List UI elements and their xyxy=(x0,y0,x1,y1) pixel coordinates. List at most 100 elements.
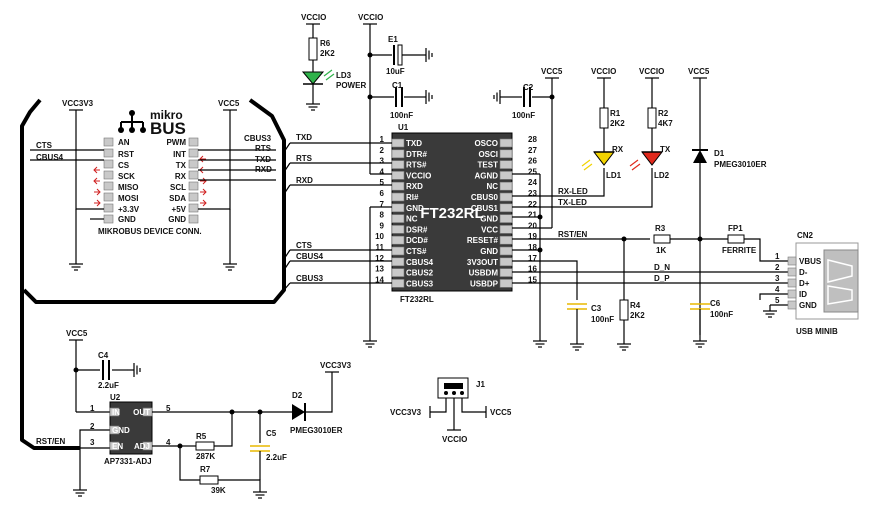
u2-left-pin-name: EN xyxy=(112,442,123,451)
usb-pin-name: VBUS xyxy=(799,257,822,266)
u1-left-pin-num: 5 xyxy=(380,178,385,187)
r7-ref: R7 xyxy=(200,465,211,474)
u1-left-pad xyxy=(391,235,405,245)
u1-left-pin-name: DSR# xyxy=(406,225,428,234)
usb-pin-name: GND xyxy=(799,301,817,310)
d1-ref: D1 xyxy=(714,149,725,158)
u1-right-pin-name: OSCI xyxy=(478,150,498,159)
r4-value: 2K2 xyxy=(630,311,645,320)
u2-left-pad xyxy=(109,407,120,417)
u1-left-pin-num: 11 xyxy=(376,243,385,252)
u1-right-pad xyxy=(499,279,513,288)
u1-left-pad xyxy=(391,171,405,180)
u1-right-pad xyxy=(499,181,513,191)
j1-ref: J1 xyxy=(476,380,485,389)
u1-left-pin-num: 1 xyxy=(380,135,385,144)
logo-text-mikro: mikro xyxy=(150,108,183,122)
u2-right-pin-num: 4 xyxy=(166,438,171,447)
u1-right-pin-num: 19 xyxy=(528,232,537,241)
u1-right-pin-num: 28 xyxy=(528,135,537,144)
d1-vcc5-label: VCC5 xyxy=(688,67,710,76)
mikrobus-right-pads xyxy=(188,137,199,224)
r1-vccio-label: VCCIO xyxy=(591,67,616,76)
ld2-tx-led xyxy=(640,151,664,166)
u1-part: FT232RL xyxy=(400,295,434,304)
c4-value: 2.2uF xyxy=(98,381,119,390)
u1-right-pin-name: CBUS1 xyxy=(471,204,499,213)
d1-value: PMEG3010ER xyxy=(714,160,767,169)
c4-ref: C4 xyxy=(98,351,109,360)
u1-ref: U1 xyxy=(398,123,409,132)
mb-pin-rst: RST xyxy=(118,150,134,159)
u1-left-pin-name: CBUS4 xyxy=(406,258,434,267)
u1-right-pin-num: 17 xyxy=(528,254,537,263)
u1-right-pad xyxy=(499,192,513,202)
c1-ref: C1 xyxy=(392,81,403,90)
u2-left-pad xyxy=(109,425,120,435)
u1-left-pin-name: DCD# xyxy=(406,236,428,245)
mb-pin-int: INT xyxy=(173,150,186,159)
mb-right-pad xyxy=(188,192,199,202)
u1-left-pin-name: GND xyxy=(406,204,424,213)
u2-right-pin-name: ADJ xyxy=(134,442,150,451)
net-cbus3-right: CBUS3 xyxy=(244,134,272,143)
net-txd-right: TXD xyxy=(255,155,271,164)
fp1-value: FERRITE xyxy=(722,246,757,255)
c5-ref: C5 xyxy=(266,429,277,438)
r4-ref: R4 xyxy=(630,301,641,310)
mb-pin-cs: CS xyxy=(118,161,130,170)
u2-left-pin-num: 3 xyxy=(90,438,95,447)
u1-left-pin-num: 3 xyxy=(380,157,385,166)
u1-right-pad xyxy=(499,268,513,277)
r1-resistor xyxy=(599,107,609,129)
u1-right-pin-name: USBDM xyxy=(469,269,499,278)
net-d-n: D_N xyxy=(654,263,670,272)
r3-value: 1K xyxy=(656,246,666,255)
r5-value: 287K xyxy=(196,452,215,461)
mb-left-pad xyxy=(103,203,114,213)
u1-right-pad xyxy=(499,160,513,169)
u1-right-pad xyxy=(499,246,513,256)
u1-left-pad xyxy=(391,149,405,159)
net-rst-en-u2: RST/EN xyxy=(36,437,66,446)
mb-pin-gnd-left: GND xyxy=(118,215,136,224)
u1-right-pin-num: 16 xyxy=(528,265,537,274)
net-cts-left: CTS xyxy=(36,141,53,150)
u1-left-pin-name: CBUS3 xyxy=(406,279,434,288)
ld3-ref: LD3 xyxy=(336,71,352,80)
r4-resistor xyxy=(619,299,629,321)
mb-left-pad xyxy=(103,137,114,147)
usb-pad xyxy=(787,289,797,299)
mb-left-pad xyxy=(103,159,114,169)
u1-left-pin-num: 9 xyxy=(380,221,385,230)
logo-text-bus: BUS xyxy=(150,119,186,138)
r2-resistor xyxy=(647,107,657,129)
net-rts-right: RTS xyxy=(255,144,272,153)
u1-right-pin-name: GND xyxy=(480,247,498,256)
mb-pin-gnd-right: GND xyxy=(168,215,186,224)
net-cts-u1: CTS xyxy=(296,241,313,250)
vcc5-decoupling: VCC5 C2 100nF xyxy=(493,67,563,228)
usb-pad xyxy=(787,278,797,288)
e1-value: 10uF xyxy=(386,67,405,76)
u1-left-pad xyxy=(391,192,405,202)
net-rts-u1: RTS xyxy=(296,154,313,163)
u1-left-pad xyxy=(391,246,405,256)
u1-left-pin-name: RXD xyxy=(406,182,423,191)
u1-left-pin-num: 4 xyxy=(380,167,385,176)
mb-pin-sda: SDA xyxy=(169,194,186,203)
ld3-power-led xyxy=(301,69,335,85)
u2-left-pin-name: IN xyxy=(112,408,120,417)
usb-pin-name: D+ xyxy=(799,279,810,288)
usb-pin-num: 3 xyxy=(775,274,780,283)
u1-right-pin-num: 21 xyxy=(528,211,537,220)
r2-value: 4K7 xyxy=(658,119,673,128)
u1-right-pad xyxy=(499,138,513,148)
r6-ref: R6 xyxy=(320,39,331,48)
mb-vcc5-label: VCC5 xyxy=(218,99,240,108)
u1-left-pad xyxy=(391,279,405,288)
u1-left-pin-name: VCCIO xyxy=(406,171,431,180)
u1-left-pad xyxy=(391,214,405,223)
net-cbus4-u1: CBUS4 xyxy=(296,252,324,261)
